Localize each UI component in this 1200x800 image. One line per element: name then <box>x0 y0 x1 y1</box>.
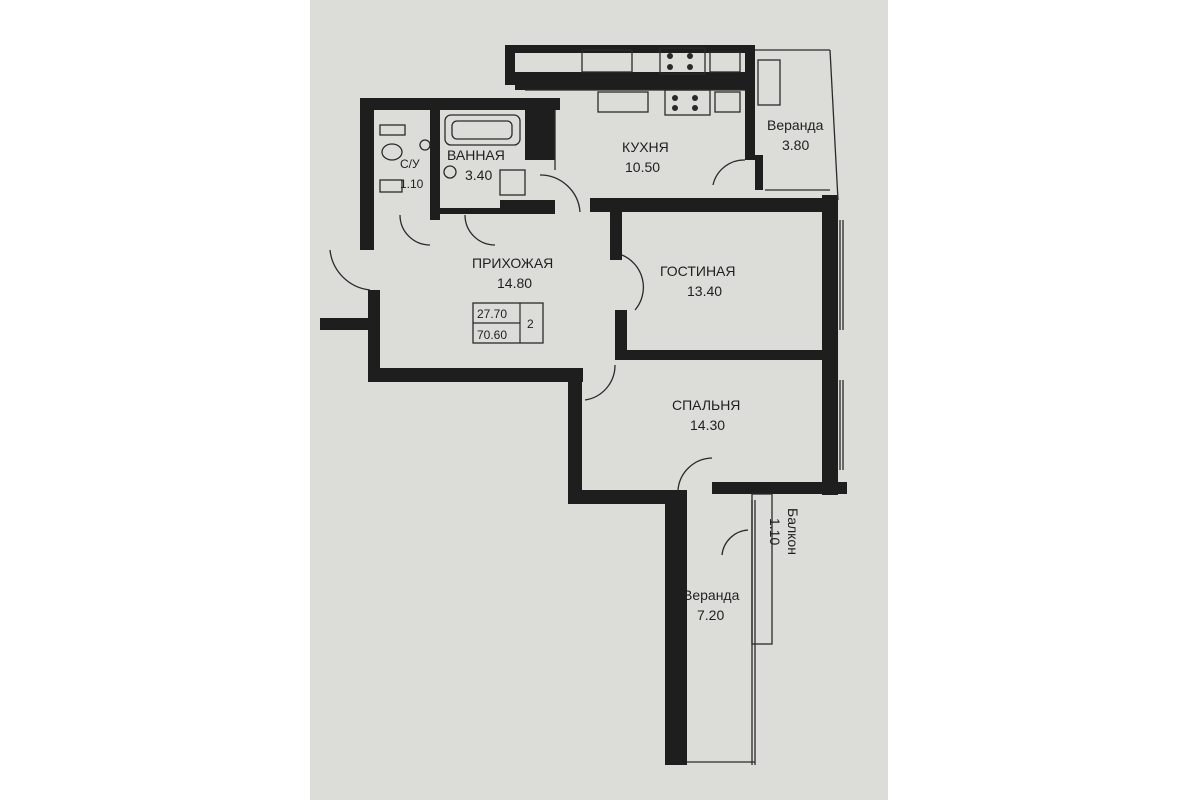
veranda-bottom-name: Веранда <box>683 587 740 603</box>
wall-veranda-top-left <box>755 155 763 190</box>
door-kitchen <box>539 174 581 213</box>
wall-wc-bath-divider <box>430 110 440 220</box>
veranda-top-name: Веранда <box>767 117 824 133</box>
veranda-top-area: 3.80 <box>782 137 809 153</box>
bathtub-inner <box>451 120 513 140</box>
wall-hall-left <box>368 290 380 380</box>
bath-sink <box>443 165 457 179</box>
hallway-area: 14.80 <box>497 275 532 291</box>
kitchen-name: КУХНЯ <box>622 139 669 155</box>
kitchen-area: 10.50 <box>625 159 660 175</box>
wall-living-top <box>590 198 830 212</box>
wall-right-outer <box>822 195 838 495</box>
door-veranda <box>677 457 713 491</box>
thin-lines <box>329 47 844 765</box>
door-wc <box>399 214 431 246</box>
wc-fixture <box>379 179 403 193</box>
bedroom-name: СПАЛЬНЯ <box>672 397 740 413</box>
area-summary-box: 27.70 70.60 2 <box>472 302 544 344</box>
burner <box>692 95 698 101</box>
living-name: ГОСТИНАЯ <box>660 263 736 279</box>
balcony-area: 1.10 <box>767 518 783 545</box>
wall-kitchen-top-left <box>505 45 515 85</box>
door-bath <box>464 214 496 246</box>
veranda-appliance <box>757 59 781 106</box>
living-area-value: 27.70 <box>477 307 507 321</box>
bathroom-area: 3.40 <box>465 167 492 183</box>
kitchen-sink-top <box>581 49 633 73</box>
wall-bath-bottom-right <box>500 200 555 214</box>
wall-hall-bottom <box>368 368 583 382</box>
wall-kitchen-top <box>505 45 755 53</box>
total-area-value: 70.60 <box>477 328 507 342</box>
wall-living-left-bottom <box>615 310 627 360</box>
burner <box>672 95 678 101</box>
room-count-value: 2 <box>527 317 534 331</box>
wall-kitchen-counter <box>515 72 745 90</box>
wall-bedroom-bottom-right <box>712 482 847 494</box>
paper-background <box>310 0 888 800</box>
stove <box>664 89 711 116</box>
stove-burners <box>667 53 698 111</box>
kitchen-sink <box>597 91 649 113</box>
burner <box>687 53 693 59</box>
veranda-bottom-area: 7.20 <box>697 607 724 623</box>
walls <box>320 45 847 765</box>
wall-veranda-left <box>665 490 687 765</box>
wc-name: С/У <box>400 157 420 171</box>
door-living <box>621 254 645 311</box>
wall-living-bedroom <box>615 350 830 360</box>
burner <box>672 105 678 111</box>
balcony-name: Балкон <box>785 508 801 555</box>
bathroom-name: ВАННАЯ <box>447 147 505 163</box>
wall-bedroom-left <box>568 368 582 503</box>
counter-box <box>714 91 741 113</box>
burner <box>692 105 698 111</box>
wall-bedroom-bottom-left <box>568 490 678 504</box>
burner <box>667 53 673 59</box>
wall-living-left-top <box>610 205 622 260</box>
bedroom-area: 14.30 <box>690 417 725 433</box>
wc-area: 1.10 <box>400 177 424 191</box>
door-bedroom <box>584 364 616 401</box>
door-veranda-inner <box>721 529 749 556</box>
washer <box>499 169 526 196</box>
room-labels: КУХНЯ 10.50 Веранда 3.80 ВАННАЯ 3.40 С/У… <box>400 117 824 623</box>
toilet-bowl <box>381 143 403 161</box>
wall-entry-stub <box>320 318 370 330</box>
veranda-top-glazing-right <box>829 49 839 201</box>
stove-top <box>659 47 706 75</box>
wall-hall-left-top <box>360 225 374 250</box>
door-kitchen-veranda <box>712 159 746 186</box>
wall-bath-bottom <box>440 208 500 214</box>
wall-bath-top <box>360 98 560 110</box>
hallway-name: ПРИХОЖАЯ <box>472 255 553 271</box>
wall-wc-left <box>360 98 374 248</box>
bathtub <box>444 114 521 146</box>
wc-sink <box>419 139 431 151</box>
toilet-tank <box>379 124 406 136</box>
wall-bath-right-block <box>525 100 555 160</box>
wall-kitchen-right <box>745 45 755 160</box>
door-entry <box>329 249 371 291</box>
burner <box>687 64 693 70</box>
burner <box>667 64 673 70</box>
living-area: 13.40 <box>687 283 722 299</box>
counter-box-top <box>709 51 741 73</box>
